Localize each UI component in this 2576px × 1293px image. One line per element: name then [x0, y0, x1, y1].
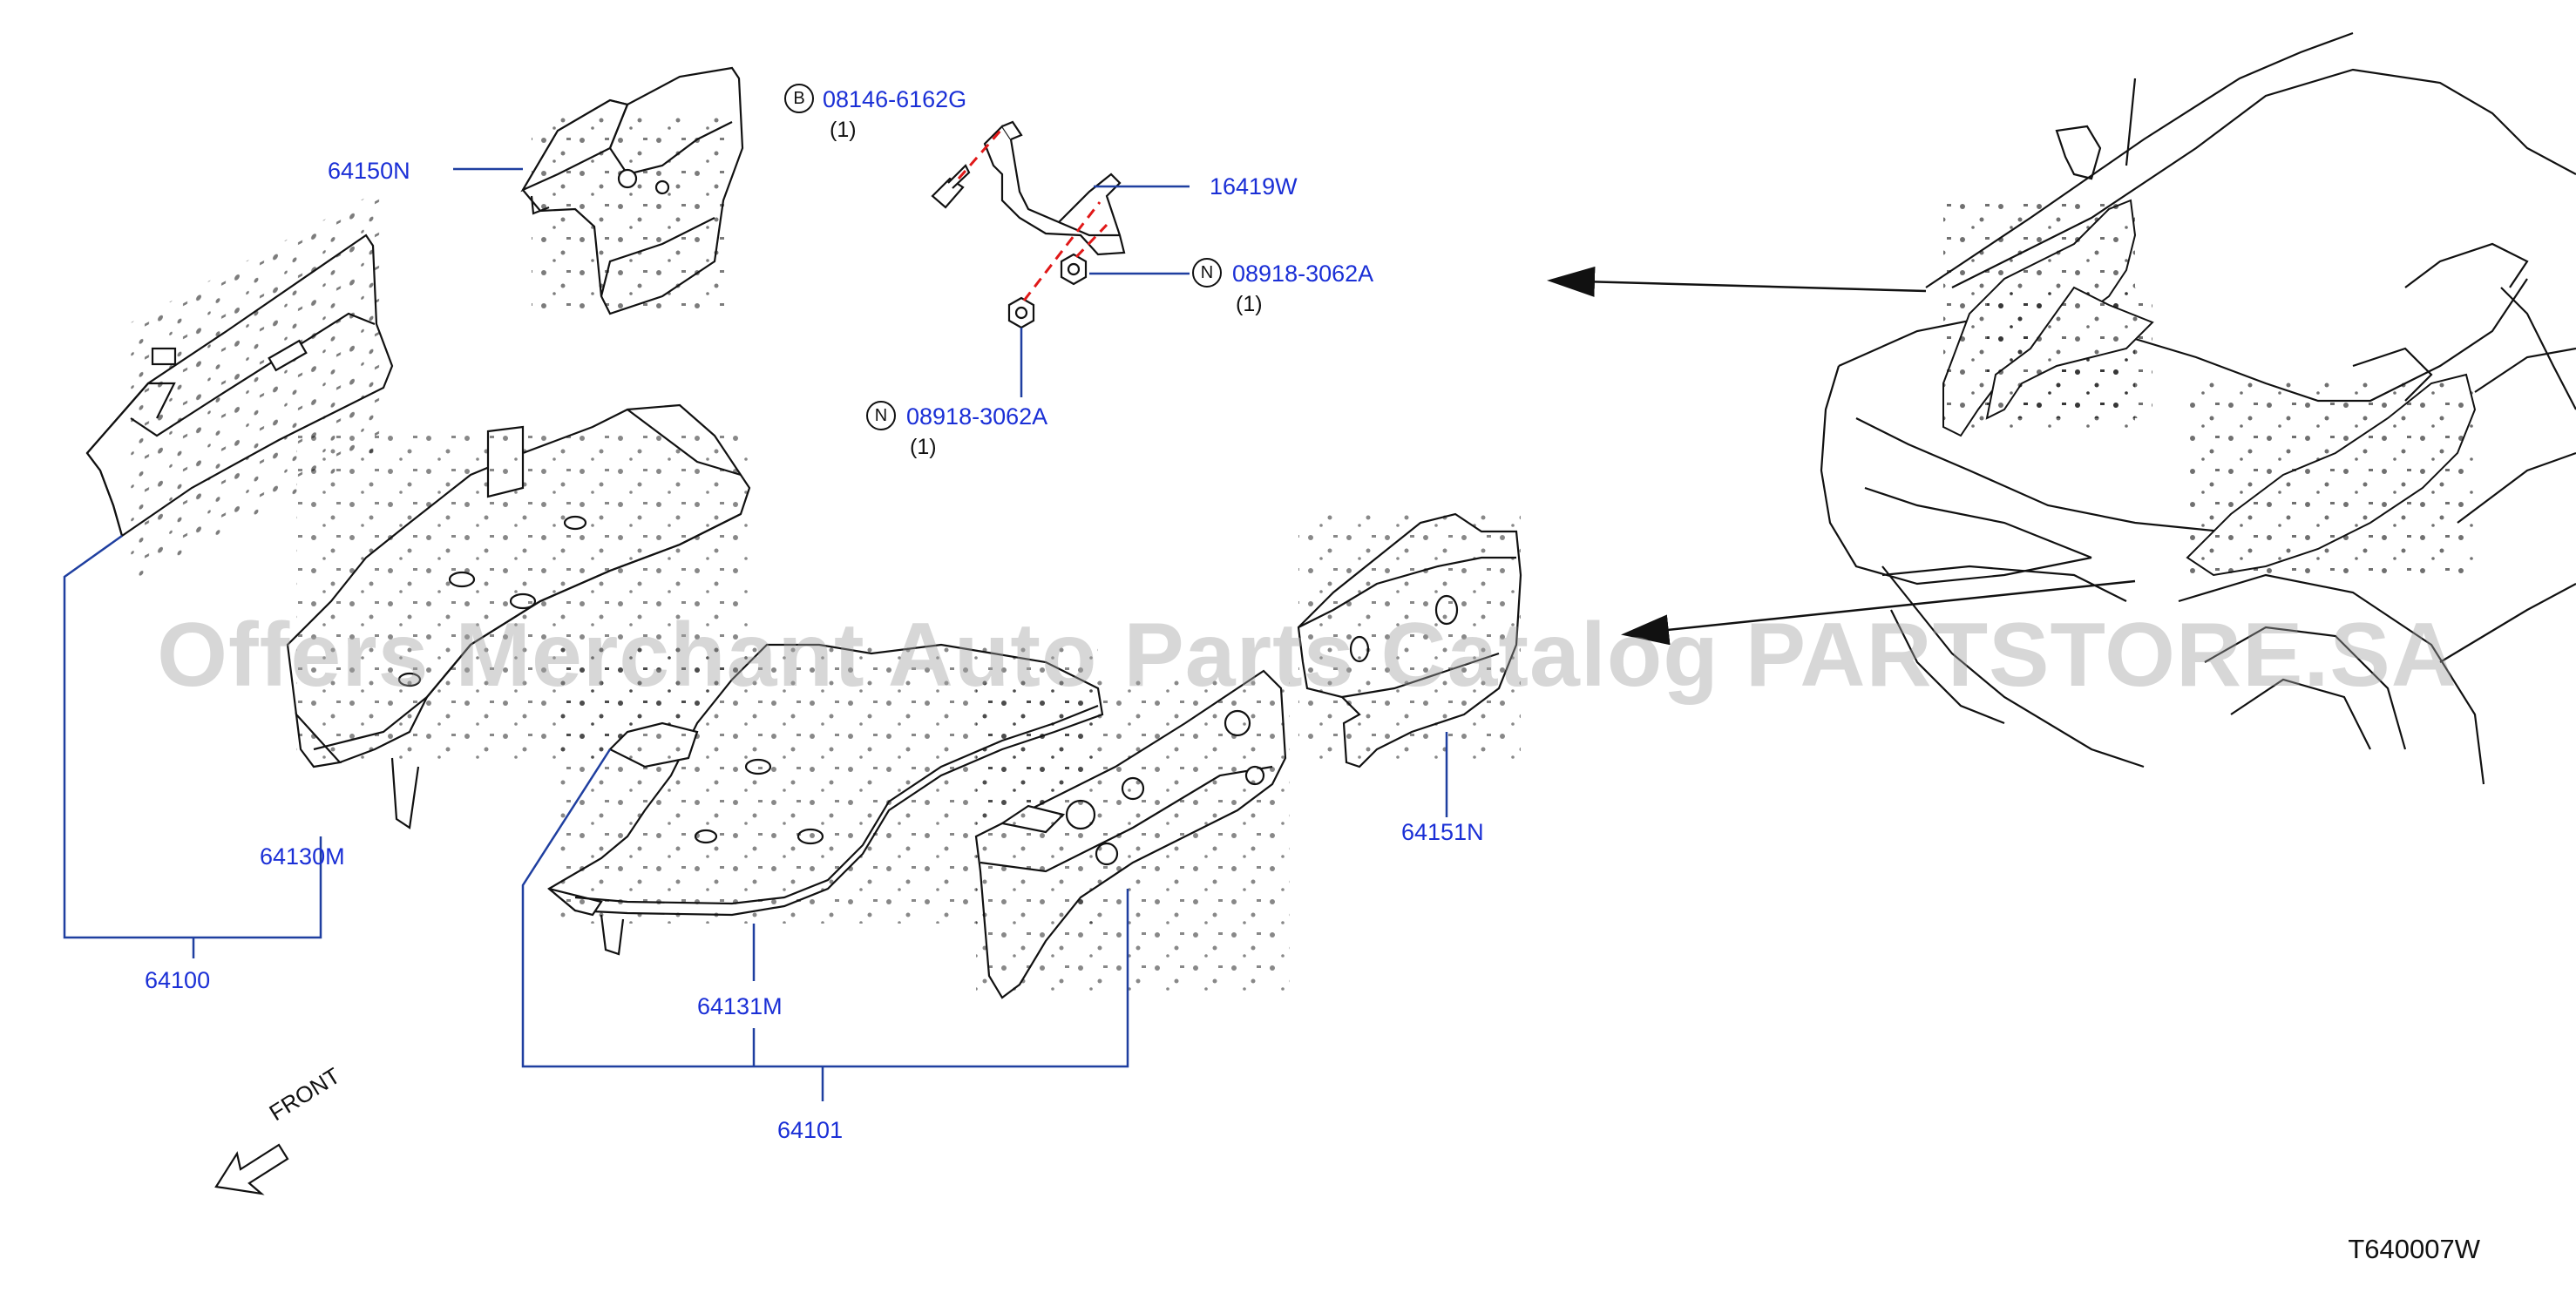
part-64150N-drawing	[520, 66, 744, 315]
nut-upper-marker-badge: N	[1192, 258, 1222, 288]
part-label-64101[interactable]: 64101	[777, 1117, 844, 1143]
nut-lower-marker-badge: N	[866, 401, 896, 430]
part-label-64151N[interactable]: 64151N	[1401, 819, 1484, 845]
vehicle-highlight-right-apron	[2186, 373, 2477, 579]
bolt-quantity: (1)	[830, 118, 857, 142]
nut-upper-drawing	[1060, 253, 1088, 286]
bolt-marker-badge: B	[784, 84, 814, 113]
part-64100-drawing	[85, 188, 394, 585]
part-label-64100[interactable]: 64100	[145, 967, 211, 993]
diagram-code: T640007W	[2348, 1234, 2480, 1264]
part-label-64131M[interactable]: 64131M	[697, 993, 783, 1019]
vehicle-highlight-left-apron	[1942, 199, 2154, 437]
part-label-nut-lower[interactable]: 08918-3062A	[906, 403, 1048, 430]
front-arrow-icon	[214, 1143, 289, 1195]
watermark-text: Offers Merchant Auto Parts Catalog PARTS…	[157, 605, 2457, 706]
part-label-nut-upper[interactable]: 08918-3062A	[1232, 261, 1374, 287]
part-label-bolt[interactable]: 08146-6162G	[823, 86, 967, 112]
pointer-arrow-upper	[1547, 266, 1927, 297]
assembly-dashed-lines	[957, 130, 1108, 301]
nut-upper-quantity: (1)	[1236, 292, 1263, 316]
part-16419W-drawing	[983, 120, 1126, 256]
leader-lines	[63, 167, 1448, 1101]
pointer-arrow-lower	[1621, 579, 2136, 646]
part-64101-drawing	[974, 669, 1290, 999]
part-label-64130M[interactable]: 64130M	[260, 843, 345, 870]
nut-lower-quantity: (1)	[910, 435, 937, 459]
part-label-64150N[interactable]: 64150N	[328, 158, 410, 184]
nut-lower-drawing	[1007, 296, 1035, 329]
part-64151N-drawing	[1297, 512, 1522, 768]
part-label-16419W[interactable]: 16419W	[1210, 173, 1298, 200]
